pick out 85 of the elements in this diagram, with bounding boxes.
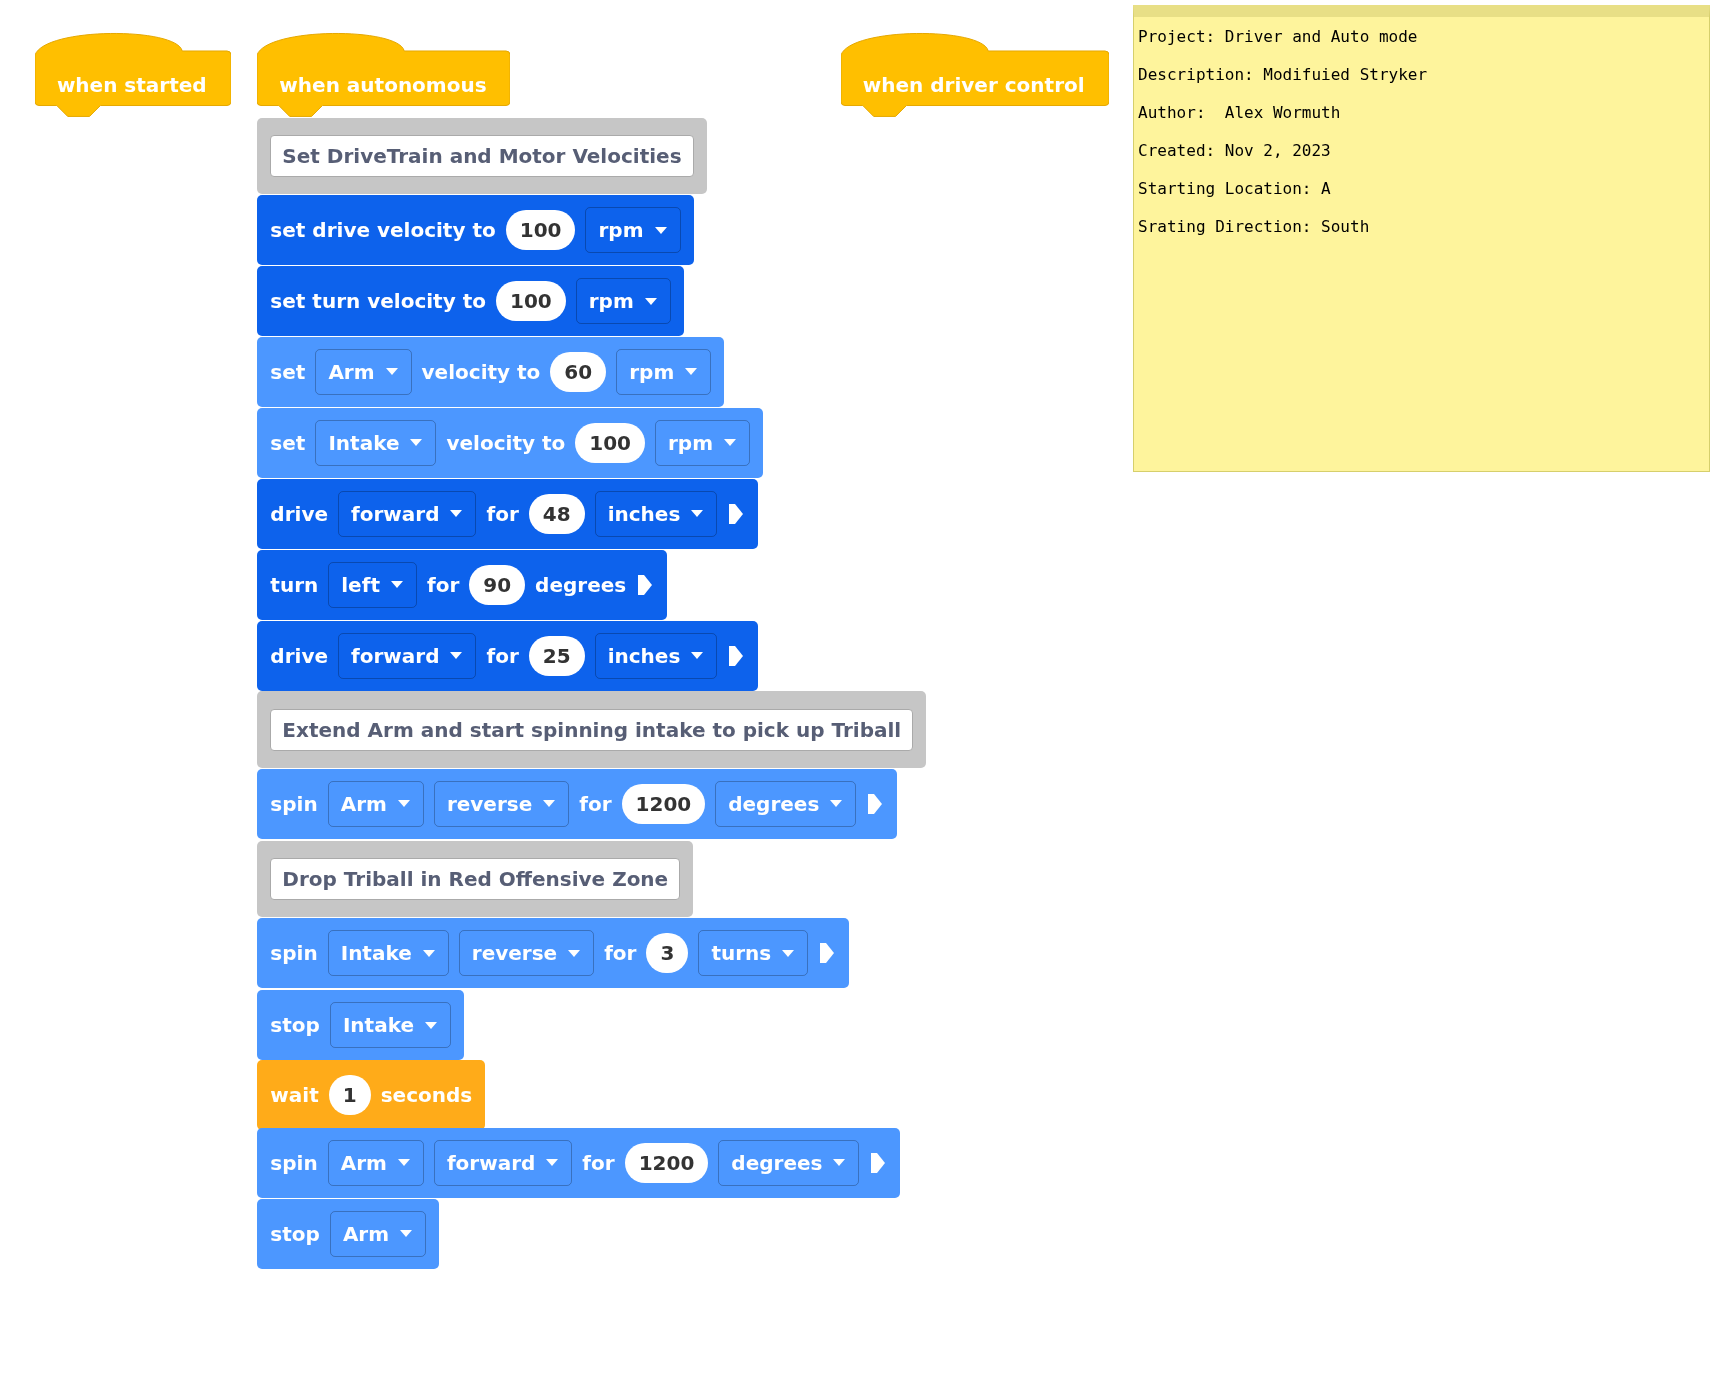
block-label: set drive velocity to <box>270 218 496 243</box>
block-label: stop <box>270 1013 320 1038</box>
dropdown-menu: Arm <box>327 1139 424 1186</box>
dropdown-menu: left <box>328 561 417 608</box>
dropdown-menu: Arm <box>315 348 412 395</box>
dropdown-menu: Intake <box>327 930 449 977</box>
block-label: for <box>579 791 612 816</box>
command-block <box>257 1127 901 1198</box>
number-field: 90 <box>469 564 526 605</box>
block-label: spin <box>270 1150 318 1175</box>
note-text: Starting Location: A <box>1138 179 1332 199</box>
comment-text: Drop Triball in Red Offensive Zone <box>270 857 681 900</box>
sticky-note <box>1133 5 1710 473</box>
dropdown-menu: rpm <box>616 348 712 395</box>
dropdown-menu: rpm <box>655 419 751 466</box>
comment-block <box>257 840 694 918</box>
dropdown-menu: degrees <box>718 1139 860 1186</box>
command-block <box>257 1198 440 1269</box>
block-label: for <box>604 941 637 966</box>
block-label: wait <box>270 1083 319 1107</box>
number-field: 60 <box>550 351 607 392</box>
block-label: spin <box>270 791 318 816</box>
comment-block <box>257 691 927 768</box>
command-block <box>257 266 684 337</box>
number-field: 25 <box>528 635 585 676</box>
dropdown-menu: reverse <box>433 780 570 827</box>
block-label: set turn velocity to <box>270 289 486 314</box>
dropdown-menu: degrees <box>715 780 857 827</box>
block-label: stop <box>270 1221 320 1246</box>
dropdown-menu: forward <box>338 490 477 537</box>
number-field: 100 <box>496 281 566 322</box>
number-field: 48 <box>528 493 585 534</box>
number-field: 1200 <box>624 1142 709 1183</box>
dropdown-menu: forward <box>338 632 477 679</box>
dropdown-menu: inches <box>594 490 718 537</box>
block-label: drive <box>270 643 328 668</box>
command-block <box>257 195 694 266</box>
dropdown-menu: Intake <box>315 419 437 466</box>
dropdown-menu: forward <box>433 1139 573 1186</box>
block-label: for <box>426 572 460 597</box>
command-block <box>257 1060 486 1130</box>
number-field: 100 <box>505 210 576 251</box>
command-block <box>257 990 464 1061</box>
note-text: Description: Modifuied Stryker <box>1138 65 1429 85</box>
block-label: spin <box>270 941 318 966</box>
number-field: 1200 <box>621 783 706 824</box>
dropdown-menu: reverse <box>458 930 595 977</box>
command-block <box>257 620 759 691</box>
block-label: degrees <box>535 572 627 597</box>
block-label: set <box>270 430 306 455</box>
command-block <box>257 918 850 989</box>
dropdown-menu: rpm <box>585 207 681 254</box>
block-label: for <box>486 501 519 526</box>
comment-text: Extend Arm and start spinning intake to pick up Triball <box>270 708 914 751</box>
block-label: for <box>582 1150 615 1175</box>
block-label: set <box>270 359 306 384</box>
block-label: when driver control <box>862 72 1085 97</box>
block-label: for <box>486 643 519 668</box>
block-label: drive <box>270 501 328 526</box>
dropdown-menu: inches <box>594 632 718 679</box>
number-field: 3 <box>646 933 689 974</box>
number-field: 100 <box>575 422 645 463</box>
command-block <box>257 549 668 620</box>
comment-block <box>257 117 707 195</box>
command-block <box>257 768 898 839</box>
dropdown-menu: turns <box>698 930 809 977</box>
block-label: velocity to <box>446 430 566 455</box>
dropdown-menu: rpm <box>575 278 671 325</box>
note-text: Srating Direction: South <box>1138 217 1371 237</box>
dropdown-menu: Intake <box>329 1002 451 1049</box>
command-block <box>257 478 759 549</box>
dropdown-menu: Arm <box>327 780 424 827</box>
number-field: 1 <box>328 1075 371 1115</box>
dropdown-menu: Arm <box>329 1210 427 1257</box>
note-text: Project: Driver and Auto mode <box>1138 27 1419 47</box>
comment-text: Set DriveTrain and Motor Velocities <box>270 134 694 177</box>
note-text: Author: Alex Wormuth <box>1138 103 1342 123</box>
block-label: turn <box>270 572 319 597</box>
block-label: seconds <box>380 1083 473 1107</box>
block-label: velocity to <box>421 359 541 384</box>
note-text: Created: Nov 2, 2023 <box>1138 141 1332 161</box>
block-label: when started <box>56 72 207 97</box>
block-label: when autonomous <box>279 72 487 97</box>
command-block <box>257 407 764 478</box>
command-block <box>257 336 725 407</box>
